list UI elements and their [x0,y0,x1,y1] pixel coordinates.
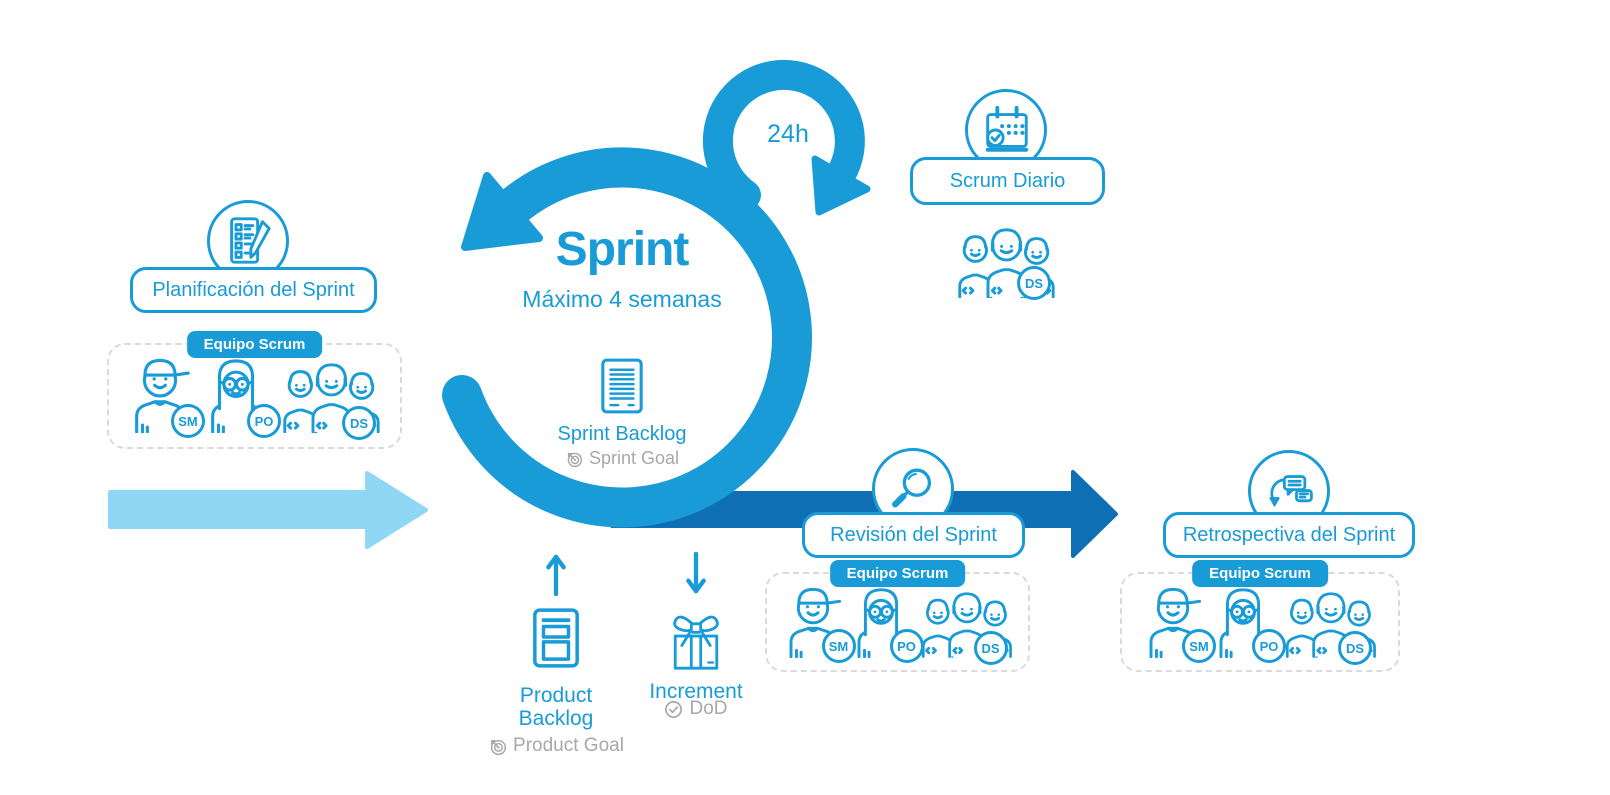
product-goal-label: Product Goal [513,735,624,756]
team-retrospective-row: SM PO DS [1122,574,1398,670]
person-scrum-master: SM [125,355,205,438]
daily-label: Scrum Diario [949,169,1066,192]
developers-badge: DS [1338,631,1372,665]
magnifier-icon [892,468,932,508]
retrospective-label: Retrospectiva del Sprint [1182,523,1396,546]
artifact-increment: Increment [636,552,756,703]
product-backlog-label-line1: Product [519,684,593,707]
team-planning-row: SM PO DS [109,345,400,447]
down-arrow-icon [686,552,706,594]
sprint-cycle-arrow [442,147,812,528]
check-circle-icon [664,700,683,719]
up-arrow-icon [546,554,566,596]
person-product-owner: PO [1210,584,1286,663]
gift-icon [673,615,719,670]
sprint-title: Sprint [555,223,690,276]
daily-cycle-arrowhead [811,155,871,216]
planning-label-box: Planificación del Sprint [130,267,377,313]
sprint-cycle-arrowhead [461,172,543,251]
scrum-master-badge: SM [171,404,205,438]
target-icon [488,737,507,756]
person-developers: DS [916,584,1016,665]
person-scrum-master: SM [780,584,856,663]
product-backlog-label: Product Backlog [519,684,594,730]
document-icon [601,358,643,414]
calendar-check-icon [985,105,1029,152]
daily-loop-duration: 24h [767,120,809,148]
increment-label: Increment [649,680,743,703]
equipo-scrum-pill: Equipo Scrum [829,560,966,587]
team-planning: Equipo Scrum SM PO DS [107,331,402,449]
daily-cycle-arrow [702,59,865,210]
scrum-master-badge: SM [821,629,856,663]
sprint-backlog-icon [599,356,645,416]
review-label: Revisión del Sprint [830,523,997,546]
retrospective-label-box: Retrospectiva del Sprint [1163,512,1415,558]
sprint-backlog-label: Sprint Backlog [557,423,687,445]
board-icon [533,608,579,668]
developers-badge: DS [973,631,1008,665]
person-scrum-master: SM [1140,584,1216,663]
dod-label: DoD [689,698,728,719]
chat-refresh-icon [1269,474,1313,506]
developers-badge: DS [342,406,376,440]
person-product-owner: PO [201,355,281,438]
daily-developers: DS [952,220,1059,300]
review-label-box: Revisión del Sprint [802,512,1025,558]
checklist-pencil-icon [230,217,271,264]
person-product-owner: PO [848,584,924,663]
team-review: Equipo Scrum SM PO DS [765,560,1030,672]
dod-row: DoD [646,698,746,720]
sprint-subtitle: Máximo 4 semanas [522,286,722,312]
daily-label-box: Scrum Diario [910,157,1105,205]
artifact-product-backlog: Product Backlog [496,552,616,730]
team-retrospective: Equipo Scrum SM PO DS [1120,560,1400,672]
person-developers: DS [1280,584,1380,665]
product-owner-badge: PO [1252,629,1286,663]
equipo-scrum-pill: Equipo Scrum [186,331,323,358]
equipo-scrum-pill: Equipo Scrum [1192,560,1328,587]
input-flow-arrow [108,471,428,549]
product-owner-badge: PO [247,404,281,438]
sprint-goal-label: Sprint Goal [588,448,680,468]
product-goal-row: Product Goal [486,735,626,757]
scrum-master-badge: SM [1182,629,1216,663]
planning-label: Planificación del Sprint [152,278,355,301]
sprint-goal-row: Sprint Goal [532,448,712,469]
product-backlog-label-line2: Backlog [518,707,594,730]
team-review-row: SM PO DS [767,574,1028,670]
person-developers: DS [277,355,384,440]
target-icon [565,450,583,468]
developers-badge: DS [1017,266,1051,300]
product-owner-badge: PO [889,629,924,663]
